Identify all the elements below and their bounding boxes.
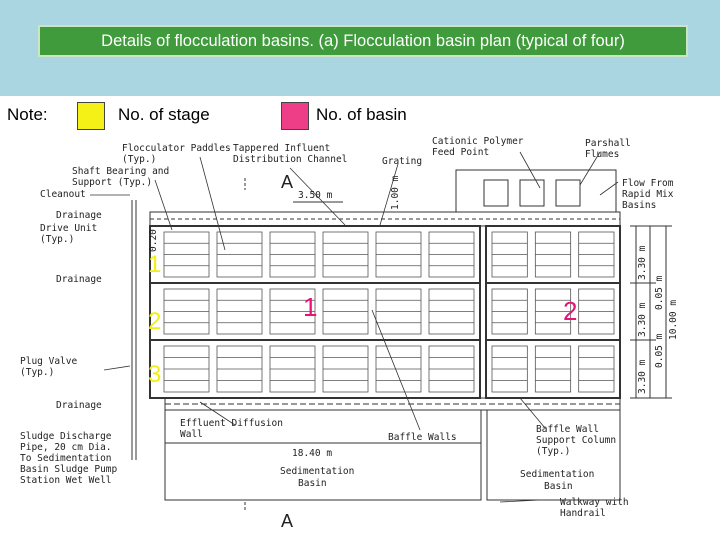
dim-005-b: 0.05 m	[654, 333, 665, 368]
label-tapered-influent: Tappered Influent	[233, 143, 330, 154]
dim-330-c: 3.30 m	[637, 359, 648, 394]
label-sludge-4: Basin Sludge Pump	[20, 464, 118, 475]
dim-1840: 18.40 m	[292, 448, 332, 459]
flocculation-basin-plan-drawing: Flocculator Paddles (Typ.) Shaft Bearing…	[20, 136, 679, 531]
label-drainage-bottom: Drainage	[56, 400, 102, 411]
basin-2-outline	[485, 225, 621, 399]
label-sedimentation-right: Sedimentation	[520, 469, 594, 480]
label-baffle-wall: Baffle Wall	[536, 424, 599, 435]
label-basin-left: Basin	[298, 478, 327, 489]
dim-005-a: 0.05 m	[654, 275, 665, 310]
label-basins: Basins	[622, 200, 656, 211]
dim-1000: 10.00 m	[668, 300, 679, 340]
label-sludge-3: To Sedimentation	[20, 453, 112, 464]
label-flow-from: Flow From	[622, 178, 674, 189]
dim-100: 1.00 m	[390, 175, 401, 210]
section-marker-top: A	[281, 172, 293, 192]
label-grating: Grating	[382, 156, 422, 167]
label-cleanout: Cleanout	[40, 189, 86, 200]
figure-title: Details of flocculation basins. (a) Floc…	[38, 25, 688, 57]
label-rapid-mix: Rapid Mix	[622, 189, 674, 200]
label-distribution-channel: Distribution Channel	[233, 154, 347, 165]
stage-color-swatch	[77, 102, 105, 130]
stage-number-1: 1	[148, 251, 161, 278]
sedimentation-basin-outline	[164, 409, 482, 501]
label-drainage-top: Drainage	[56, 210, 102, 221]
label-handrail: Handrail	[560, 508, 606, 519]
dim-020: 0.20	[148, 229, 159, 252]
label-sedimentation-left: Sedimentation	[280, 466, 354, 477]
label-drive-unit: Drive Unit	[40, 223, 97, 234]
label-walkway: Walkway with	[560, 497, 629, 508]
label-feed-point: Feed Point	[432, 147, 489, 158]
stage-number-3: 3	[148, 361, 161, 388]
section-marker-bottom: A	[281, 511, 293, 531]
dim-330-b: 3.30 m	[637, 302, 648, 337]
label-baffle-walls: Baffle Walls	[388, 432, 457, 443]
label-parshall: Parshall	[585, 138, 631, 149]
stage-number-2: 2	[148, 308, 161, 335]
label-drainage-mid: Drainage	[56, 274, 102, 285]
label-plug-valve: Plug Valve	[20, 356, 77, 367]
label-flumes: Flumes	[585, 149, 619, 160]
label-plug-valve-typ: (Typ.)	[20, 367, 54, 378]
label-drive-unit-typ: (Typ.)	[40, 234, 74, 245]
label-support-column-typ: (Typ.)	[536, 446, 570, 457]
dim-330-a: 3.30 m	[637, 245, 648, 280]
stage-legend-label: No. of stage	[118, 105, 210, 124]
label-effluent-wall: Wall	[180, 429, 203, 440]
label-effluent-diffusion: Effluent Diffusion	[180, 418, 283, 429]
basin-number-1: 1	[303, 292, 317, 322]
label-shaft-bearing: Shaft Bearing and	[72, 166, 169, 177]
label-flocculator-typ: (Typ.)	[122, 154, 156, 165]
label-basin-right: Basin	[544, 481, 573, 492]
label-flocculator-paddles: Flocculator Paddles	[122, 143, 231, 154]
label-sludge-5: Station Wet Well	[20, 475, 112, 486]
label-support-column: Support Column	[536, 435, 616, 446]
basin-color-swatch	[281, 102, 309, 130]
label-support: Support (Typ.)	[72, 177, 152, 188]
label-sludge-1: Sludge Discharge	[20, 431, 112, 442]
note-label: Note:	[7, 105, 48, 124]
dim-350: 3.50 m	[298, 190, 333, 201]
label-cationic-polymer: Cationic Polymer	[432, 136, 524, 147]
label-sludge-2: Pipe, 20 cm Dia.	[20, 442, 112, 453]
basin-legend-label: No. of basin	[316, 105, 407, 124]
basin-number-2: 2	[563, 296, 577, 326]
